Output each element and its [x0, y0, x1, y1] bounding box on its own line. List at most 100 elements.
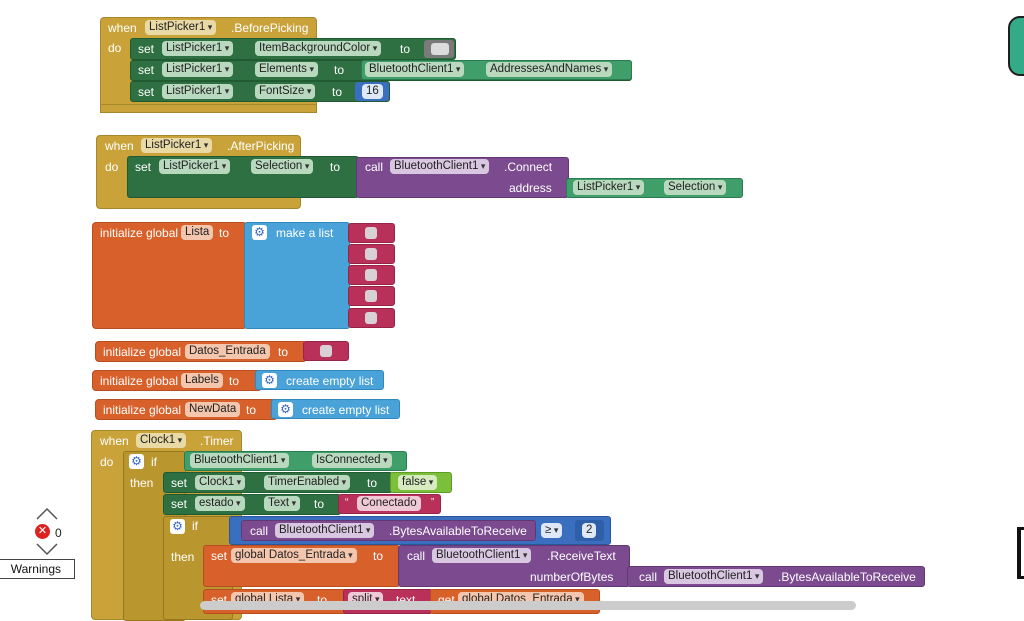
- set-keyword: set: [171, 476, 188, 490]
- call-keyword: call: [639, 570, 658, 584]
- component-dropdown[interactable]: ListPicker1: [159, 159, 231, 174]
- event-component-dropdown[interactable]: ListPicker1: [145, 20, 217, 35]
- call-keyword: call: [407, 549, 426, 563]
- create-empty-list-label: create empty list: [302, 403, 390, 417]
- warning-nav-down-icon[interactable]: [36, 543, 58, 556]
- component-dropdown[interactable]: BluetoothClient1: [432, 548, 532, 563]
- init-label: initialize global: [103, 345, 182, 359]
- event-component-dropdown[interactable]: ListPicker1: [141, 138, 213, 153]
- component-dropdown[interactable]: ListPicker1: [162, 41, 234, 56]
- if-keyword: if: [192, 519, 198, 533]
- component-dropdown[interactable]: BluetoothClient1: [664, 569, 764, 584]
- variable-name[interactable]: Datos_Entrada: [185, 344, 270, 359]
- component-dropdown[interactable]: BluetoothClient1: [275, 523, 375, 538]
- to-keyword: to: [330, 160, 341, 174]
- quote-open-icon: “: [345, 497, 349, 508]
- property-dropdown[interactable]: FontSize: [255, 84, 316, 99]
- event-name: .BeforePicking: [231, 21, 309, 35]
- set-keyword: set: [138, 63, 155, 77]
- gear-icon[interactable]: ⚙: [170, 519, 185, 534]
- property-dropdown[interactable]: IsConnected: [312, 453, 392, 468]
- component-dropdown[interactable]: BluetoothClient1: [190, 453, 290, 468]
- to-keyword: to: [332, 85, 343, 99]
- set-keyword: set: [138, 85, 155, 99]
- method-name: .BytesAvailableToReceive: [389, 524, 527, 538]
- empty-string[interactable]: [365, 248, 377, 260]
- error-count: 0: [55, 526, 62, 540]
- empty-string[interactable]: [365, 227, 377, 239]
- do-keyword: do: [100, 455, 114, 469]
- empty-string[interactable]: [365, 312, 377, 324]
- set-keyword: set: [171, 497, 188, 511]
- variable-name[interactable]: NewData: [185, 402, 241, 417]
- backpack-icon[interactable]: [1008, 16, 1024, 76]
- text-value[interactable]: Conectado: [357, 496, 421, 511]
- empty-string[interactable]: [365, 290, 377, 302]
- property-dropdown[interactable]: Selection: [664, 180, 727, 195]
- create-empty-list-label: create empty list: [286, 374, 374, 388]
- component-dropdown[interactable]: Clock1: [195, 475, 246, 490]
- boolean-dropdown[interactable]: false: [398, 475, 438, 490]
- gear-icon[interactable]: ⚙: [129, 454, 144, 469]
- to-keyword: to: [314, 497, 325, 511]
- variable-name[interactable]: Labels: [181, 373, 223, 388]
- number-value[interactable]: 2: [582, 523, 597, 538]
- then-keyword: then: [171, 550, 195, 564]
- gear-icon[interactable]: ⚙: [262, 373, 277, 388]
- create-empty-list-block[interactable]: [271, 399, 400, 419]
- variable-name[interactable]: Lista: [181, 225, 214, 240]
- then-keyword: then: [130, 476, 154, 490]
- warnings-toggle-button[interactable]: Warnings: [0, 559, 75, 579]
- if-keyword: if: [151, 455, 157, 469]
- gear-icon[interactable]: ⚙: [252, 225, 267, 240]
- create-empty-list-block[interactable]: [255, 370, 384, 390]
- variable-dropdown[interactable]: global Datos_Entrada: [231, 548, 357, 563]
- property-dropdown[interactable]: AddressesAndNames: [486, 62, 613, 77]
- event-component-dropdown[interactable]: Clock1: [136, 433, 187, 448]
- number-value[interactable]: 16: [362, 84, 383, 99]
- property-dropdown[interactable]: ItemBackgroundColor: [255, 41, 382, 56]
- make-list-label: make a list: [276, 226, 334, 240]
- to-keyword: to: [373, 549, 384, 563]
- method-name: .ReceiveText: [547, 549, 616, 563]
- to-keyword: to: [278, 345, 289, 359]
- init-label: initialize global: [103, 403, 182, 417]
- component-dropdown[interactable]: ListPicker1: [162, 62, 234, 77]
- component-dropdown[interactable]: ListPicker1: [162, 84, 234, 99]
- to-keyword: to: [334, 63, 345, 77]
- property-dropdown[interactable]: Elements: [255, 62, 318, 77]
- warning-nav-up-icon[interactable]: [36, 507, 58, 520]
- property-dropdown[interactable]: Selection: [251, 159, 314, 174]
- do-keyword: do: [105, 160, 119, 174]
- event-name: .Timer: [200, 434, 234, 448]
- trash-icon[interactable]: [1017, 527, 1024, 579]
- quote-close-icon: ”: [431, 497, 435, 508]
- set-keyword: set: [138, 42, 155, 56]
- to-keyword: to: [229, 374, 240, 388]
- empty-string[interactable]: [320, 345, 332, 357]
- to-keyword: to: [400, 42, 411, 56]
- argument-label: numberOfBytes: [530, 570, 614, 584]
- init-label: initialize global: [100, 226, 179, 240]
- component-dropdown[interactable]: BluetoothClient1: [365, 62, 465, 77]
- when-keyword: when: [100, 434, 129, 448]
- set-keyword: set: [135, 160, 152, 174]
- component-dropdown[interactable]: BluetoothClient1: [390, 159, 490, 174]
- property-dropdown[interactable]: Text: [264, 496, 301, 511]
- property-dropdown[interactable]: TimerEnabled: [264, 475, 351, 490]
- call-keyword: call: [250, 524, 269, 538]
- empty-string[interactable]: [365, 269, 377, 281]
- to-keyword: to: [246, 403, 257, 417]
- init-label: initialize global: [100, 374, 179, 388]
- gear-icon[interactable]: ⚙: [278, 402, 293, 417]
- event-name: .AfterPicking: [227, 139, 295, 153]
- error-icon: ✕: [35, 524, 50, 539]
- color-swatch[interactable]: [431, 43, 449, 55]
- method-name: .BytesAvailableToReceive: [778, 570, 916, 584]
- operator-dropdown[interactable]: ≥: [541, 523, 563, 538]
- init-global-lista[interactable]: [92, 222, 247, 329]
- horizontal-scrollbar[interactable]: [200, 601, 856, 610]
- component-dropdown[interactable]: ListPicker1: [573, 180, 645, 195]
- set-keyword: set: [211, 549, 228, 563]
- component-dropdown[interactable]: estado: [195, 496, 245, 511]
